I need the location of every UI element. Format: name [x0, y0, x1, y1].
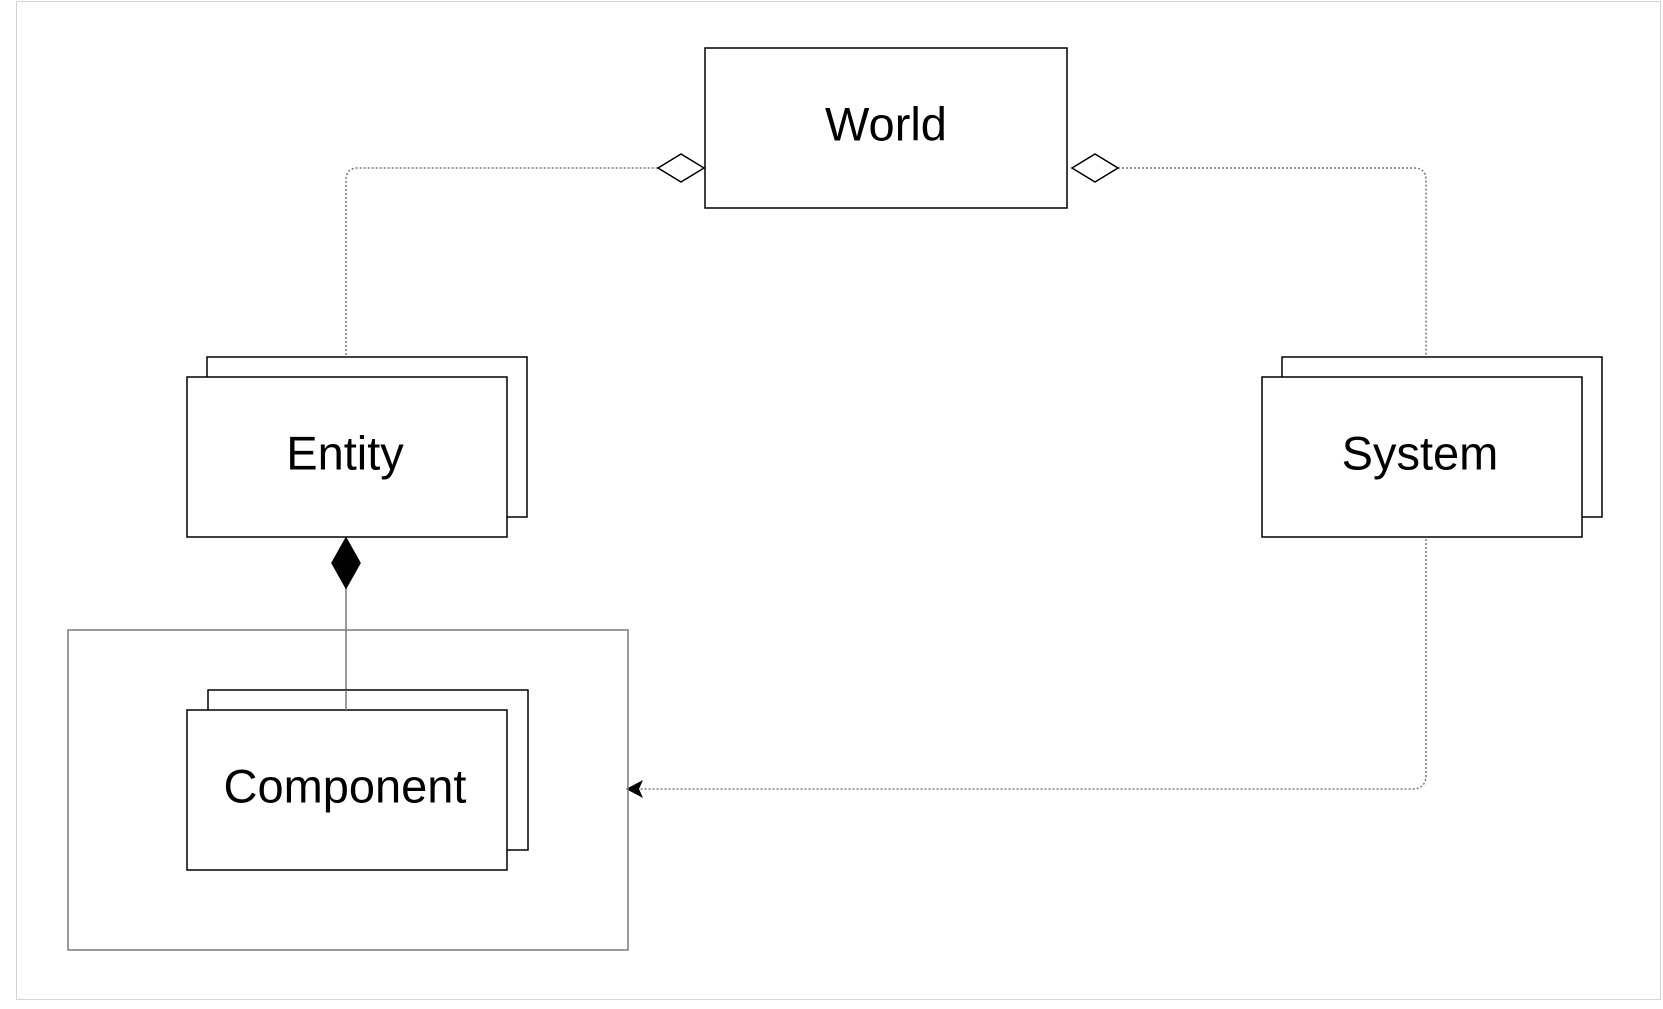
- entity-world-connector: [345, 167, 658, 375]
- system-front-box: [1261, 376, 1583, 538]
- world-label: World: [825, 97, 947, 150]
- component-container: [67, 629, 629, 951]
- component-label: Component: [224, 759, 467, 812]
- entity-node[interactable]: Entity: [186, 356, 528, 538]
- system-world-aggregation-diamond: [1070, 153, 1120, 183]
- component-node[interactable]: Component: [186, 689, 529, 871]
- entity-world-aggregation-diamond: [656, 153, 706, 183]
- diagram-frame: [16, 1, 1661, 1000]
- dependency-arrowhead: [626, 780, 643, 798]
- component-front-box: [186, 709, 508, 871]
- entity-composition-diamond: [331, 536, 361, 590]
- system-node[interactable]: System: [1261, 356, 1603, 538]
- system-world-connector: [1118, 167, 1427, 375]
- world-node[interactable]: World: [704, 47, 1068, 209]
- entity-label: Entity: [286, 426, 404, 479]
- system-component-connector: [640, 535, 1427, 790]
- entity-front-box: [186, 376, 508, 538]
- system-label: System: [1342, 426, 1499, 479]
